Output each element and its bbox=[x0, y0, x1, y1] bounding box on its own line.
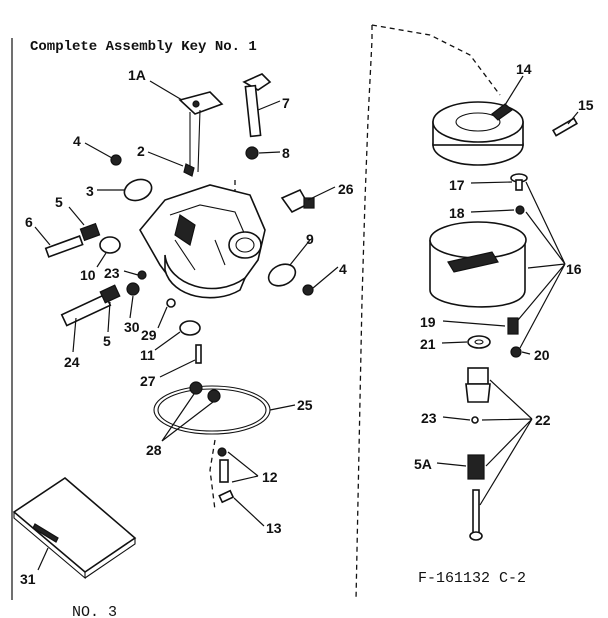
part-18-washer bbox=[515, 205, 525, 215]
part-3-throttle-plate bbox=[123, 178, 153, 202]
part-23-small-left bbox=[137, 270, 147, 280]
part-30-washer bbox=[126, 282, 140, 296]
callout-28: 28 bbox=[146, 442, 162, 458]
figure-code: F-161132 C-2 bbox=[418, 570, 526, 587]
part-26-fitting bbox=[280, 188, 315, 214]
part-23-small-right bbox=[471, 416, 479, 424]
callout-8: 8 bbox=[282, 145, 290, 161]
callout-23-right: 23 bbox=[421, 410, 437, 426]
part-21-washer-hole bbox=[474, 339, 484, 345]
callout-20: 20 bbox=[534, 347, 550, 363]
part-1A-throttle-lever bbox=[178, 91, 224, 173]
diagram-title: Complete Assembly Key No. 1 bbox=[30, 39, 257, 55]
callout-13: 13 bbox=[266, 520, 282, 536]
part-10-oring bbox=[99, 236, 121, 254]
callout-23-left: 23 bbox=[104, 265, 120, 281]
part-14-bowl-cover bbox=[432, 101, 524, 166]
part-5-spring-lower bbox=[99, 284, 121, 304]
part-12-inlet-seat bbox=[217, 447, 229, 483]
callout-21: 21 bbox=[420, 336, 436, 352]
part-6-idle-needle bbox=[44, 235, 84, 258]
callout-3: 3 bbox=[86, 183, 94, 199]
callout-4-upper: 4 bbox=[73, 133, 81, 149]
part-4-screw-upper bbox=[110, 154, 122, 166]
callout-25: 25 bbox=[297, 397, 313, 413]
part-19-spring bbox=[507, 317, 519, 335]
callout-24: 24 bbox=[64, 354, 80, 370]
part-7-choke-lever bbox=[242, 73, 272, 138]
part-13-inlet-needle bbox=[218, 489, 235, 504]
leader-lines bbox=[34, 75, 579, 571]
callout-5-upper: 5 bbox=[55, 194, 63, 210]
callout-18: 18 bbox=[449, 205, 465, 221]
callout-11: 11 bbox=[140, 347, 155, 363]
part-25-bowl-gasket-inner bbox=[157, 388, 267, 432]
carburetor-body bbox=[139, 184, 266, 299]
part-17-screw bbox=[510, 173, 528, 191]
part-22-bowl-nut bbox=[465, 367, 491, 403]
callout-6: 6 bbox=[25, 214, 33, 230]
callout-4-lower: 4 bbox=[339, 261, 347, 277]
callout-5-lower: 5 bbox=[103, 333, 111, 349]
guide-dash-2 bbox=[209, 439, 216, 511]
part-8-seal bbox=[245, 146, 259, 160]
callout-5A: 5A bbox=[414, 456, 432, 472]
callout-22: 22 bbox=[535, 412, 551, 428]
callout-2: 2 bbox=[137, 143, 145, 159]
part-21-washer bbox=[467, 335, 491, 349]
callout-27: 27 bbox=[140, 373, 156, 389]
callout-29: 29 bbox=[141, 327, 157, 343]
callout-7: 7 bbox=[282, 95, 290, 111]
callout-15: 15 bbox=[578, 97, 594, 113]
callout-9: 9 bbox=[306, 231, 314, 247]
part-28-screw-b bbox=[207, 389, 221, 403]
divider-dashed-line bbox=[355, 25, 373, 601]
callout-17: 17 bbox=[449, 177, 465, 193]
part-15-pin bbox=[552, 117, 578, 137]
part-16-float-bowl bbox=[429, 221, 527, 308]
bottom-fragment: NO. 3 bbox=[72, 604, 117, 618]
part-5A-spring bbox=[467, 454, 485, 480]
callout-19: 19 bbox=[420, 314, 436, 330]
part-2-screw bbox=[183, 163, 195, 177]
part-28-screw-a bbox=[189, 381, 203, 395]
callout-31: 31 bbox=[20, 571, 36, 587]
part-31-gasket-kit bbox=[12, 476, 137, 580]
part-27-pin bbox=[195, 344, 202, 364]
float-bowl-dashed-guide bbox=[371, 24, 501, 96]
part-4-screw-lower bbox=[302, 284, 314, 296]
part-11-gasket bbox=[179, 320, 201, 336]
part-22-needle-stem bbox=[469, 489, 483, 541]
callout-12: 12 bbox=[262, 469, 278, 485]
callout-10: 10 bbox=[80, 267, 96, 283]
callout-1A: 1A bbox=[128, 67, 146, 83]
callout-30: 30 bbox=[124, 319, 140, 335]
part-29-ball bbox=[166, 298, 176, 308]
callout-14: 14 bbox=[516, 61, 532, 77]
callout-labels: 1A 2 3 4 7 8 26 9 4 5 6 10 23 24 5 30 29… bbox=[20, 61, 594, 587]
callout-26: 26 bbox=[338, 181, 354, 197]
part-20-nut bbox=[510, 346, 522, 358]
callout-16: 16 bbox=[566, 261, 582, 277]
part-5-spring-upper bbox=[79, 222, 101, 242]
part-9-gasket bbox=[267, 263, 297, 287]
